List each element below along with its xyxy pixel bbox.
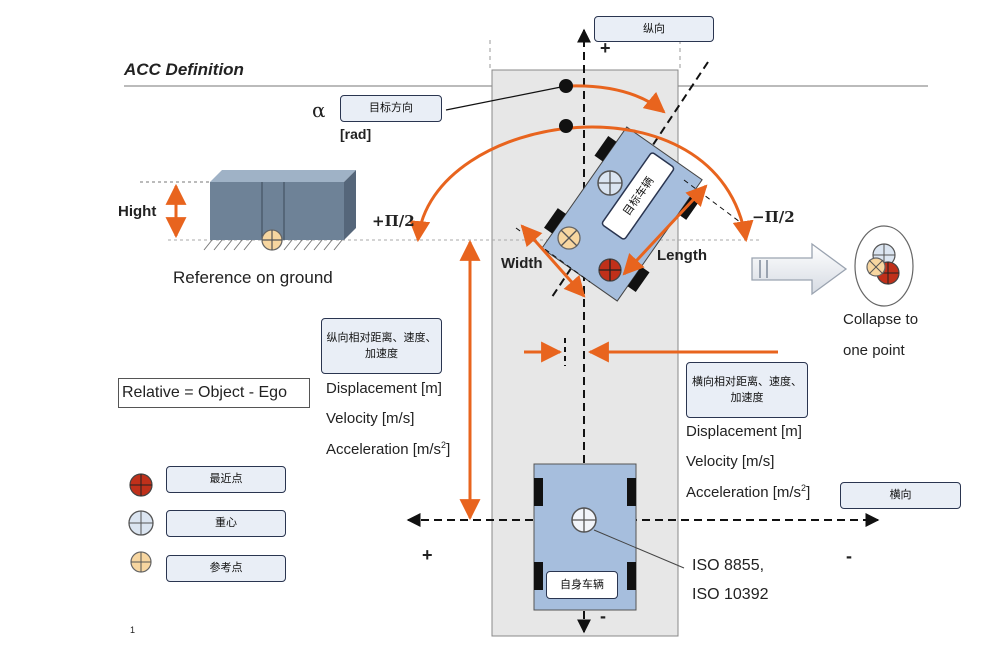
lat-acceleration-close: ] <box>806 484 811 501</box>
legend-cog-icon <box>128 510 154 536</box>
legend-nearest-icon <box>129 473 153 497</box>
hight-label: Hight <box>118 203 157 220</box>
target-center-of-gravity-marker <box>597 170 623 196</box>
half-pi-arc <box>409 125 754 243</box>
half-pi-point <box>559 119 573 133</box>
lat-relative-box: 横向相对距离、速度、加速度 <box>686 362 808 418</box>
width-label: Width <box>501 255 543 272</box>
legend-reference-box: 参考点 <box>166 555 286 582</box>
lat-displacement-label: Displacement [m] <box>686 423 802 440</box>
one-point-label: one point <box>843 342 905 359</box>
iso-8855-label: ISO 8855, <box>692 557 765 574</box>
legend-cog-box: 重心 <box>166 510 286 537</box>
alpha-point <box>559 79 573 93</box>
lon-acceleration-close: ] <box>446 441 451 458</box>
minus-right-label: - <box>846 546 852 566</box>
plus-top-label: + <box>600 38 611 58</box>
lon-relative-box: 纵向相对距离、速度、加速度 <box>321 318 442 374</box>
target-reference-point-marker <box>557 226 581 250</box>
length-label: Length <box>657 247 707 264</box>
lat-acceleration-text: Acceleration [m/s <box>686 484 802 501</box>
longitudinal-box: 纵向 <box>594 16 714 42</box>
block-reference-point-marker <box>261 229 283 251</box>
lon-acceleration-exp: 2 <box>441 440 447 450</box>
alpha-connector <box>445 85 567 111</box>
lat-velocity-label: Velocity [m/s] <box>686 453 775 470</box>
alpha-label: α <box>312 98 326 122</box>
lon-displacement-label: Displacement [m] <box>326 380 442 397</box>
iso-pointer <box>593 529 685 569</box>
lon-velocity-label: Velocity [m/s] <box>326 410 415 427</box>
target-direction-box: 目标方向 <box>340 95 442 122</box>
target-nearest-point-marker <box>598 258 622 282</box>
plus-left-label: + <box>422 545 433 565</box>
iso-10392-label: ISO 10392 <box>692 586 769 603</box>
page-number: 1 <box>130 625 136 635</box>
reference-block <box>203 170 356 251</box>
legend-nearest-box: 最近点 <box>166 466 286 493</box>
ego-vehicle-box: 自身车辆 <box>546 571 618 599</box>
collapsed-point-marker <box>854 225 914 307</box>
page-title: ACC Definition <box>124 60 244 79</box>
collapse-arrow <box>751 242 848 296</box>
lateral-box: 横向 <box>840 482 961 509</box>
rad-label: [rad] <box>340 126 372 142</box>
relative-formula: Relative = Object - Ego <box>118 378 310 408</box>
alpha-arc <box>567 84 666 114</box>
plus-half-pi-label: +Π/2 <box>372 212 415 230</box>
lon-acceleration-label: Acceleration [m/s2] <box>326 440 450 458</box>
ego-center-of-gravity-marker <box>571 507 597 533</box>
reference-on-ground-label: Reference on ground <box>173 268 333 287</box>
lat-acceleration-label: Acceleration [m/s2] <box>686 483 810 501</box>
lon-acceleration-text: Acceleration [m/s <box>326 441 442 458</box>
lat-acceleration-exp: 2 <box>801 483 807 493</box>
collapse-label: Collapse to <box>843 311 919 328</box>
minus-half-pi-label: −Π/2 <box>752 208 795 226</box>
minus-bottom-label: - <box>600 606 606 626</box>
legend-reference-icon <box>130 551 152 573</box>
